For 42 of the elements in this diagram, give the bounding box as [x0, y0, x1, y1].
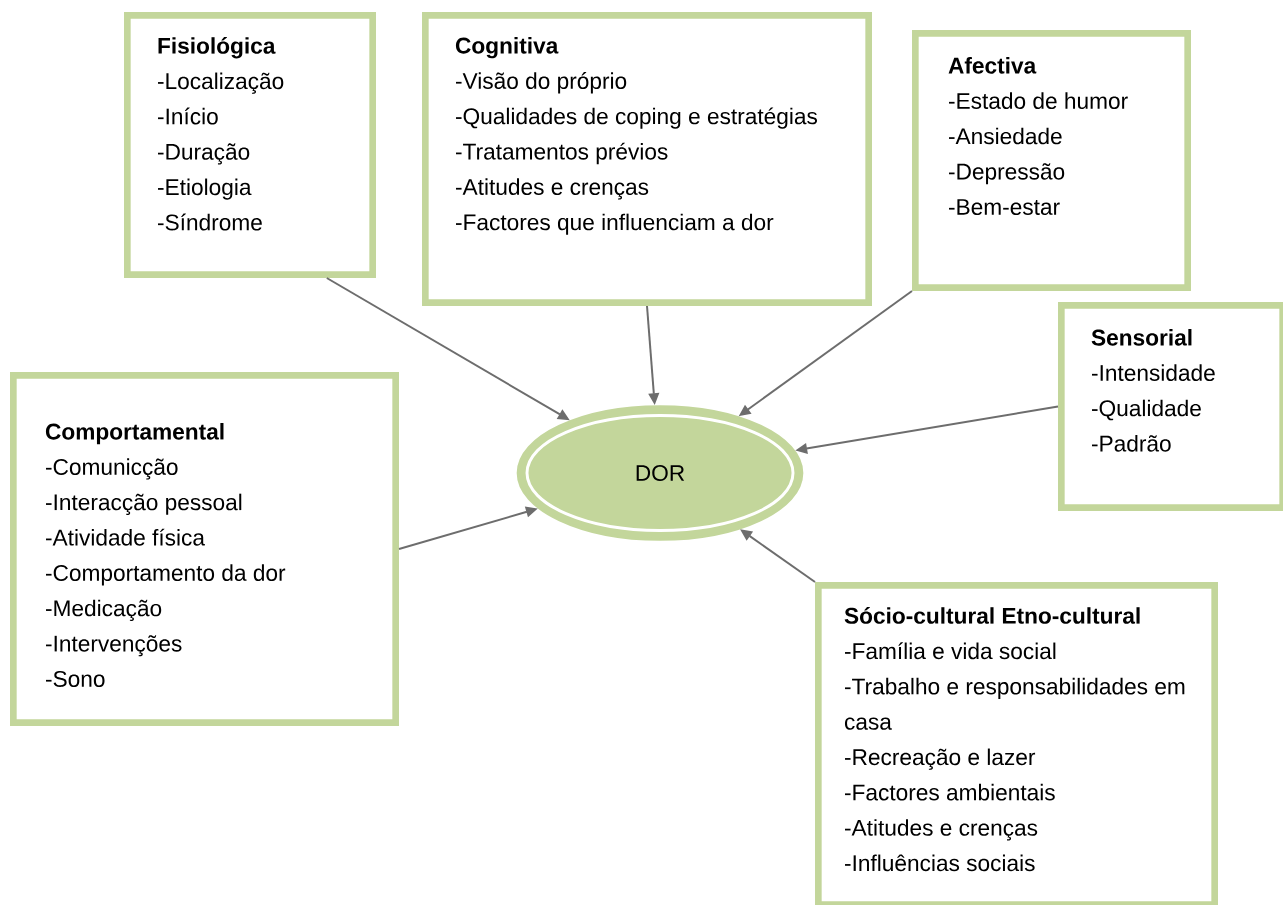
- list-item: -Início: [158, 107, 218, 125]
- list-item: -Intervenções: [46, 635, 182, 657]
- heading: Sócio-cultural Etno-cultural: [844, 607, 1140, 624]
- category-box: [815, 582, 1218, 905]
- list-item: -Recreação e lazer: [845, 748, 1036, 770]
- heading: Afectiva: [948, 57, 1037, 74]
- list-item: -Interacção pessoal: [46, 493, 242, 515]
- list-item: -Medicação: [46, 599, 162, 621]
- list-item: -Atividade física: [46, 528, 205, 546]
- category-box: [1058, 302, 1283, 511]
- list-item: -Intensidade: [1092, 364, 1215, 381]
- list-item: -Factores que influenciam a dor: [456, 213, 774, 235]
- list-item: -Visão do próprio: [456, 72, 627, 94]
- category-box: [912, 30, 1191, 291]
- heading: Comportamental: [45, 423, 224, 445]
- list-item: -Etiologia: [158, 178, 252, 200]
- category-box: [124, 12, 376, 278]
- list-item: -Tratamentos prévios: [456, 142, 668, 165]
- list-item: -Padrão: [1092, 435, 1171, 452]
- list-item: -Bem-estar: [949, 199, 1060, 215]
- heading: Sensorial: [1091, 329, 1192, 346]
- heading: Fisiológica: [158, 37, 276, 59]
- list-item: -Atitudes e crenças: [845, 819, 1038, 841]
- list-item: -Comunicção: [46, 458, 178, 480]
- list-item: -Qualidades de coping e estratégias: [456, 107, 817, 129]
- heading: Cognitiva: [455, 37, 559, 59]
- list-item: -Influências sociais: [845, 854, 1035, 872]
- list-item: -Duração: [158, 143, 250, 165]
- list-item: -Depressão: [949, 163, 1065, 185]
- list-item: -Estado de humor: [949, 92, 1128, 109]
- list-item: -Família e vida social: [845, 642, 1056, 660]
- list-item: -Síndrome: [158, 213, 262, 231]
- list-item: -Comportamento da dor: [46, 564, 286, 586]
- category-box: [10, 372, 399, 726]
- category-box: [422, 12, 872, 306]
- list-item: -Trabalho e responsabilidades em casa: [844, 677, 1185, 730]
- list-item: -Qualidade: [1092, 399, 1201, 421]
- list-item: -Atitudes e crenças: [456, 178, 649, 200]
- list-item: -Ansiedade: [949, 127, 1062, 145]
- list-item: -Factores ambientais: [845, 783, 1055, 801]
- list-item: -Sono: [46, 670, 105, 687]
- list-item: -Localização: [158, 72, 284, 94]
